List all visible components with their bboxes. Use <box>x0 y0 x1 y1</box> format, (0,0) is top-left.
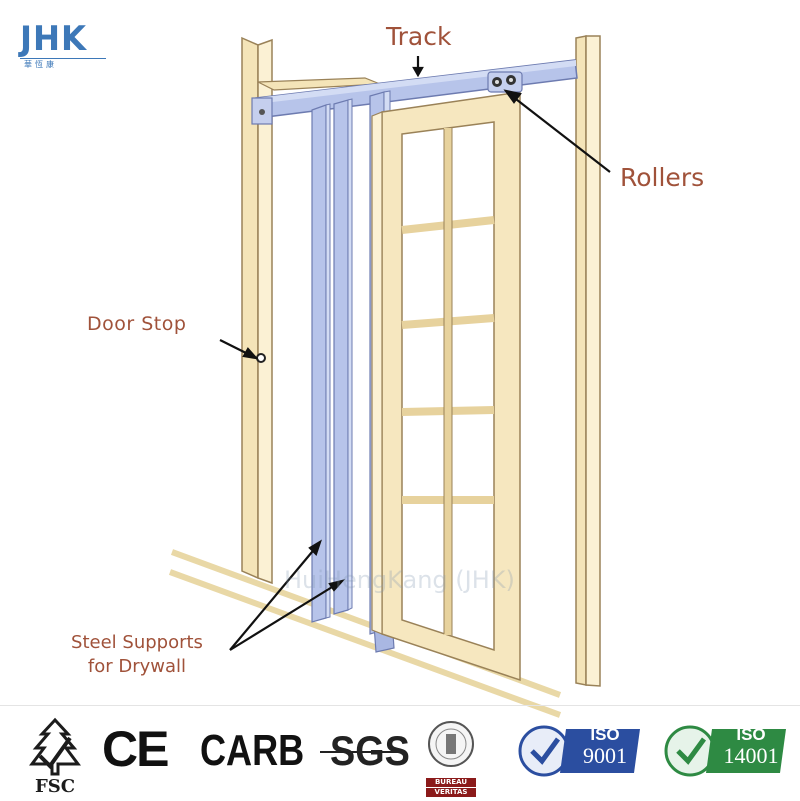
door-stop-label: Door Stop <box>87 313 187 335</box>
callout-arrows <box>219 56 611 651</box>
iso-14001-badge: ISO 14001 <box>660 721 800 781</box>
jhk-logo: JHK 華恆康 <box>20 22 110 70</box>
ce-mark: CE <box>102 721 169 777</box>
steel-support-arrow-1 <box>229 545 318 651</box>
iso-9001-icon <box>518 725 640 777</box>
certification-bar: FSC CE CARB SGS BUREAU VERITAS ISO 9001 <box>0 705 800 801</box>
steel-supports-label-line1: Steel Supports <box>71 632 203 653</box>
right-stud <box>575 35 601 687</box>
logo-subtext: 華恆康 <box>20 58 106 70</box>
bureau-veritas-icon <box>428 721 474 767</box>
logo-text: JHK <box>20 19 87 59</box>
track-label: Track <box>386 22 452 51</box>
iso-14001-icon <box>664 725 786 777</box>
door-muntin-edges <box>443 128 453 636</box>
watermark: HuiHengKang (JHK) <box>284 566 515 594</box>
sgs-underline <box>320 751 400 753</box>
door-stop-marker <box>256 353 266 363</box>
fsc-tree-icon <box>29 717 81 776</box>
bureau-veritas-line1: BUREAU <box>426 778 476 787</box>
left-stud <box>241 36 273 585</box>
rollers-label: Rollers <box>620 163 705 192</box>
fsc-logo: FSC <box>20 716 90 797</box>
rollers-assembly <box>487 71 523 93</box>
rollers-arrow <box>511 95 611 173</box>
iso-14001-word: ISO <box>736 725 766 744</box>
door-muntins <box>401 128 495 635</box>
iso-9001-word: ISO <box>590 725 620 744</box>
iso-9001-number: 9001 <box>583 743 627 768</box>
steel-supports-label: Steel Supports for Drywall <box>52 631 222 679</box>
bureau-veritas-seal: BUREAU VERITAS <box>426 714 476 800</box>
steel-support-arrow-2 <box>229 583 338 651</box>
fsc-text: FSC <box>34 776 76 797</box>
steel-supports-label-line2: for Drywall <box>87 656 187 677</box>
carb-mark: CARB <box>200 726 305 775</box>
iso-14001-number: 14001 <box>723 743 779 768</box>
sgs-mark: SGS <box>330 727 410 774</box>
iso-9001-badge: ISO 9001 <box>514 721 654 781</box>
bureau-veritas-line2: VERITAS <box>426 788 476 797</box>
